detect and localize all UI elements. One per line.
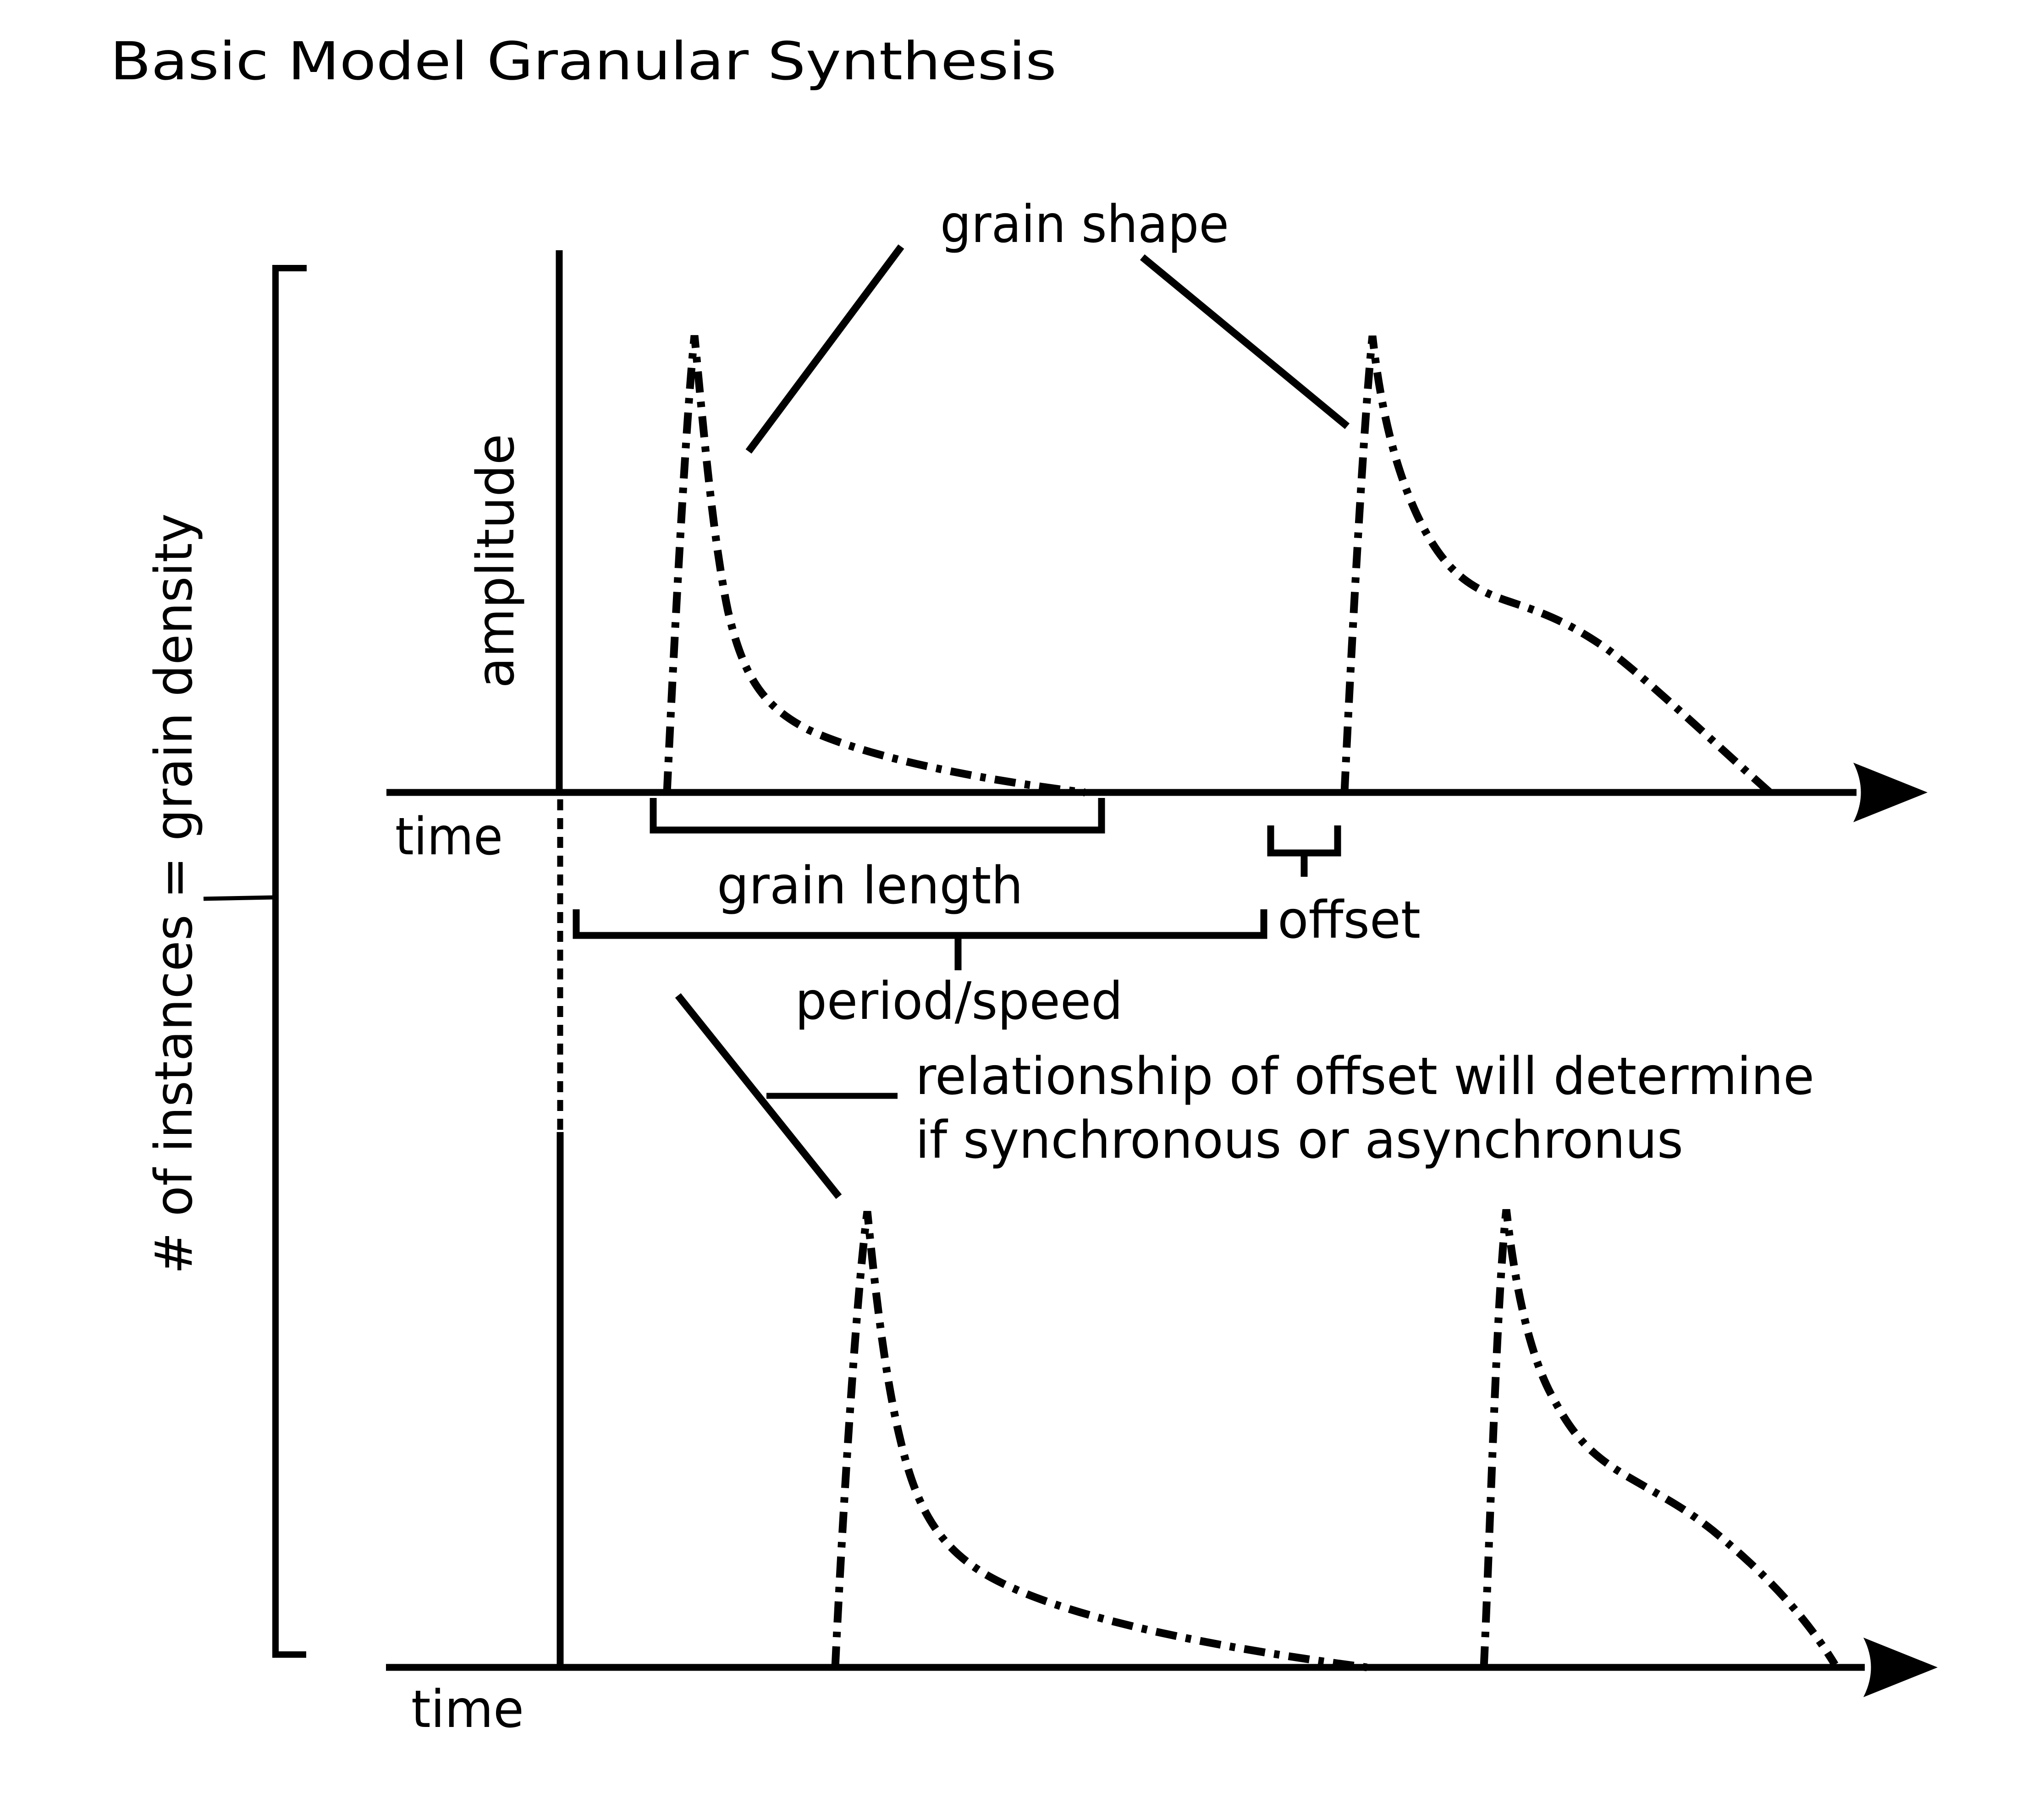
top-chart: amplitude time grain shape grain length: [386, 195, 1928, 1199]
note-diagonal-pointer: [675, 993, 842, 1199]
bottom-time-axis-label: time: [411, 1680, 524, 1739]
grain-shape-label: grain shape: [940, 195, 1229, 254]
offset-label: offset: [1278, 891, 1421, 950]
period-speed-label: period/speed: [795, 972, 1123, 1031]
grain-length-label: grain length: [717, 856, 1023, 916]
grain-shape-left-pointer: [745, 244, 904, 454]
top-grain-2-envelope: [1340, 335, 1773, 796]
top-grain-1-envelope: [663, 335, 1086, 797]
grain-length-callout: grain length: [650, 798, 1105, 916]
density-bracket-connector: [203, 895, 274, 901]
offset-callout: offset: [1267, 825, 1421, 950]
offset-relationship-note: relationship of offset will determine if…: [675, 993, 1814, 1199]
top-time-axis-arrowhead-icon: [1853, 763, 1928, 822]
density-bracket-label: # of instances = grain density: [144, 513, 204, 1274]
note-line-2: if synchronous or asynchronus: [915, 1111, 1683, 1170]
bottom-grain-1-envelope: [831, 1210, 1368, 1672]
density-bracket: # of instances = grain density: [144, 265, 307, 1658]
density-bracket-shape: [272, 265, 307, 1658]
grain-shape-callout: grain shape: [745, 195, 1350, 454]
grain-length-bracket: [650, 798, 1105, 834]
bottom-time-axis-arrowhead-icon: [1863, 1638, 1938, 1697]
page-title: Basic Model Granular Synthesis: [110, 31, 1057, 92]
offset-bracket: [1267, 825, 1341, 857]
bottom-grain-2-envelope: [1480, 1209, 1839, 1668]
note-line-1: relationship of offset will determine: [915, 1047, 1814, 1106]
grain-shape-right-pointer: [1140, 254, 1350, 429]
top-amplitude-axis-label: amplitude: [466, 434, 526, 688]
top-time-axis-label: time: [395, 807, 503, 867]
period-speed-callout: period/speed: [573, 909, 1267, 1031]
bottom-chart: time: [386, 1132, 1938, 1739]
period-speed-bracket: [573, 909, 1267, 939]
